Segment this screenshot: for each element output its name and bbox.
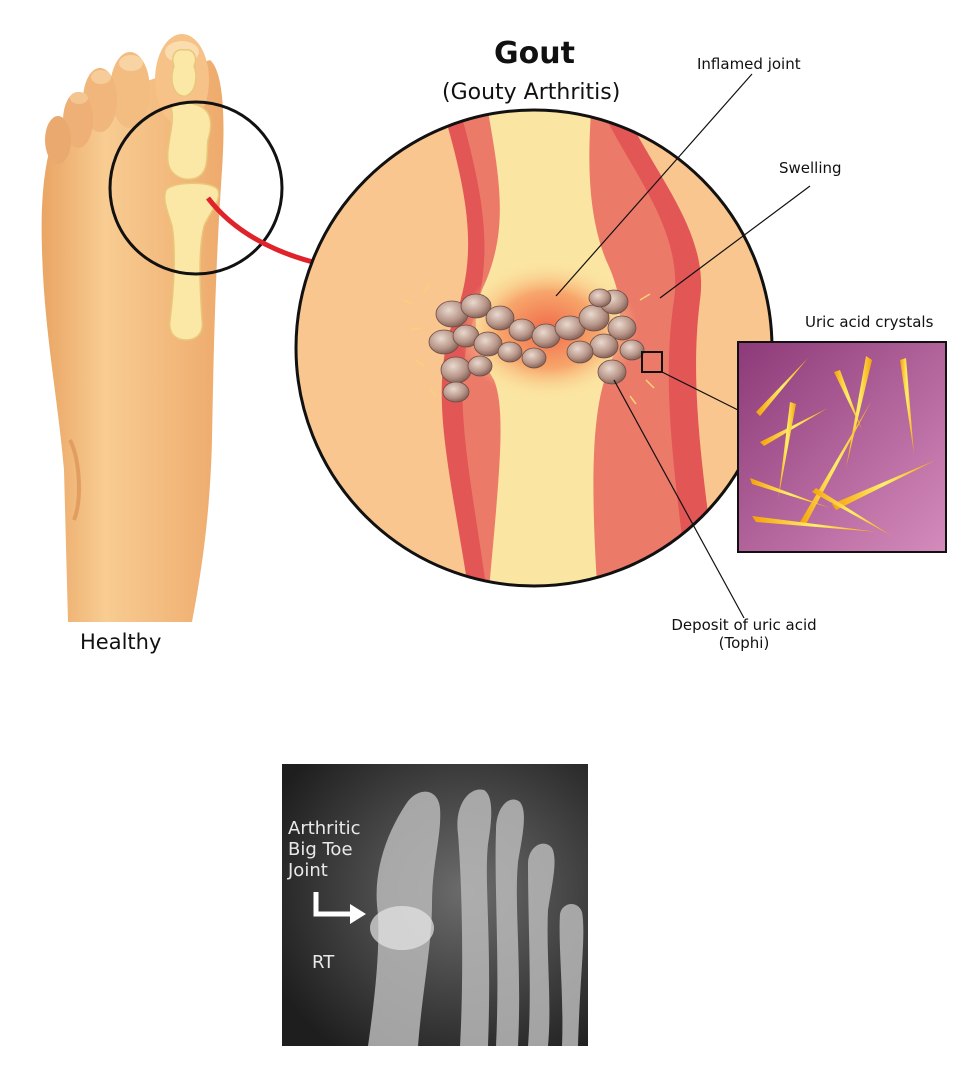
deposit-label-line2: (Tophi) [718, 634, 770, 652]
uric-acid-crystals-panel [737, 341, 947, 553]
healthy-label: Healthy [80, 630, 162, 654]
xray-image: Arthritic Big Toe Joint RT [282, 764, 588, 1046]
xray-bones [282, 764, 588, 1046]
big-toe-bones [163, 48, 220, 341]
diagram-title: Gout [494, 36, 575, 71]
xray-label-line3: Joint [288, 860, 328, 881]
swelling-label: Swelling [779, 159, 842, 177]
uric-acid-crystals-label: Uric acid crystals [805, 313, 934, 331]
joint-closeup [296, 110, 772, 586]
inflamed-joint-label: Inflamed joint [697, 55, 801, 73]
diagram-subtitle: (Gouty Arthritis) [442, 80, 621, 105]
xray-label-line1: Arthritic [288, 818, 361, 839]
healthy-foot [41, 34, 284, 622]
deposit-label-line1: Deposit of uric acid [671, 616, 817, 634]
xray-label-line2: Big Toe [288, 839, 353, 860]
xray-label: Arthritic Big Toe Joint [288, 818, 361, 881]
tophi-deposit [428, 288, 645, 403]
xray-side-label: RT [312, 952, 335, 973]
deposit-label: Deposit of uric acid (Tophi) [660, 616, 828, 652]
